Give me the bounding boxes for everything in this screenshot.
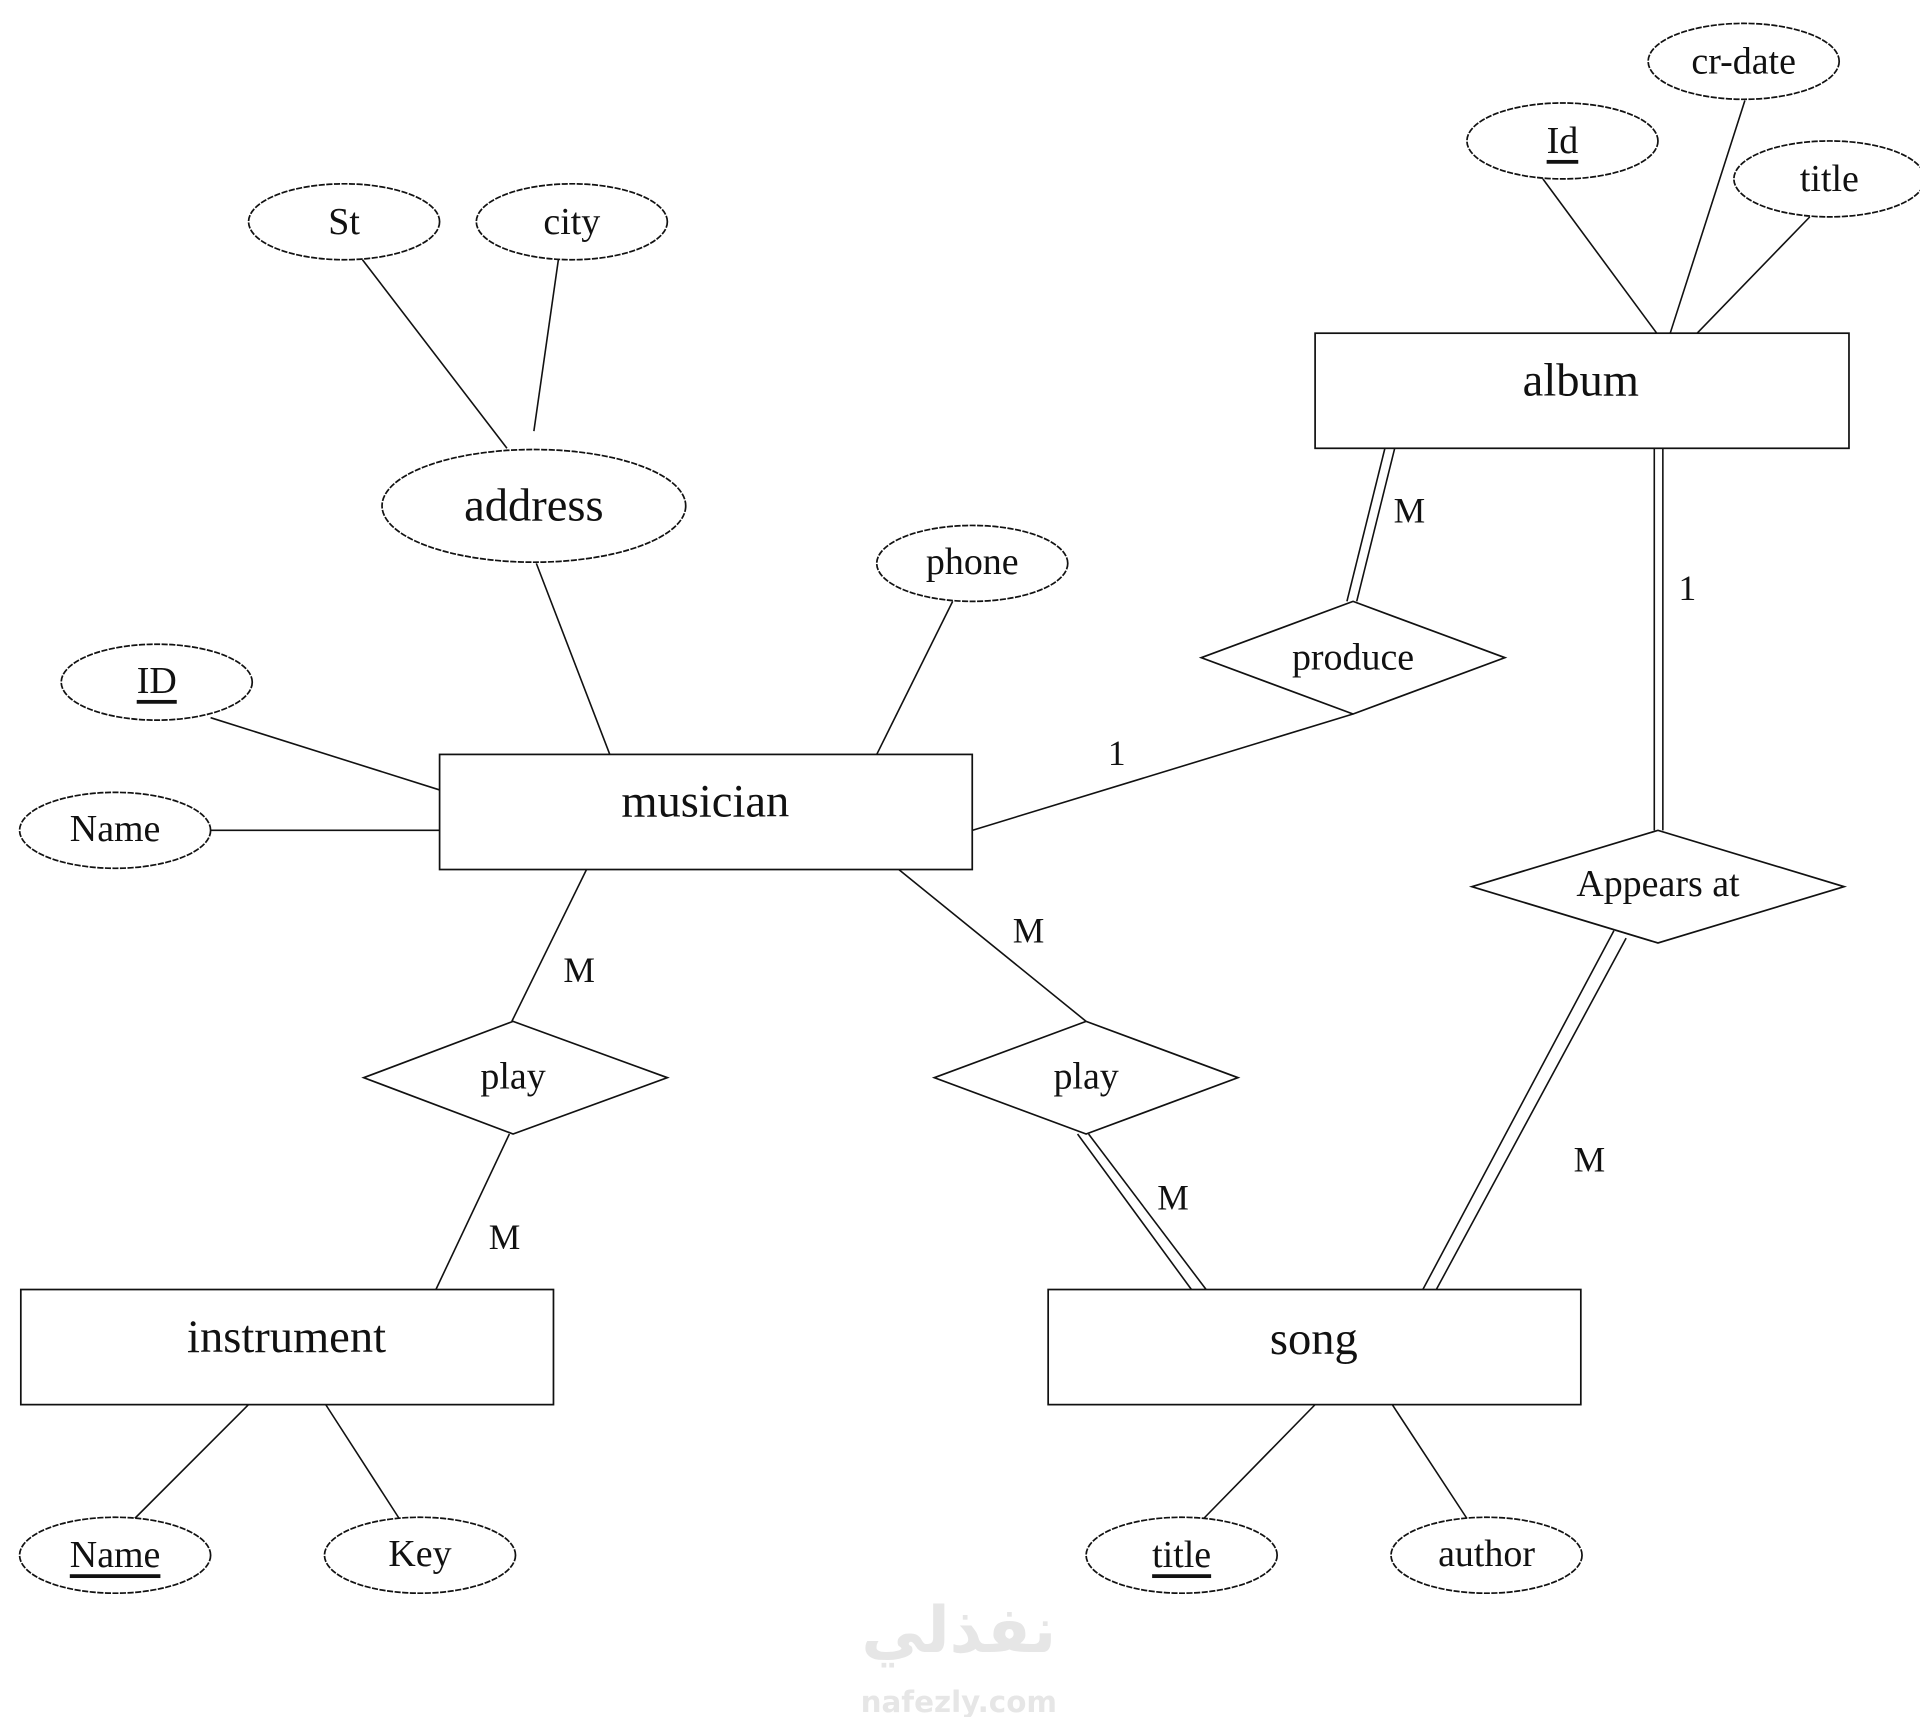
line-musician-play2 <box>898 868 1087 1022</box>
cardinality-musician-play-song: M <box>1013 911 1045 951</box>
line-crdate-album <box>1669 100 1746 334</box>
cardinality-play-instrument: M <box>489 1217 521 1257</box>
line-address-musician <box>535 563 611 755</box>
entity-label: instrument <box>187 1312 386 1363</box>
attribute-label-key: Name <box>70 1534 161 1576</box>
line-play1-instrument <box>435 1133 511 1290</box>
attribute-address[interactable]: address <box>381 448 687 564</box>
attribute-musician-id[interactable]: ID <box>60 643 254 721</box>
line-instrument-name <box>134 1404 250 1520</box>
attribute-phone[interactable]: phone <box>875 524 1069 603</box>
attribute-city[interactable]: city <box>475 182 669 261</box>
cardinality-labels: 1 M 1 M M M M M <box>489 491 1697 1257</box>
line-id-musician <box>210 716 440 791</box>
relationship-label: Appears at <box>1576 863 1740 905</box>
attribute-label-key: ID <box>137 660 177 702</box>
line-phone-musician <box>876 601 954 755</box>
line-musician-play1 <box>511 869 588 1022</box>
line-appears-song-b <box>1435 937 1627 1290</box>
watermark-site: nafezly.com <box>861 1685 1057 1717</box>
entity-instrument[interactable]: instrument <box>19 1288 555 1406</box>
entity-musician[interactable]: musician <box>438 753 974 871</box>
line-produce-album-b <box>1355 448 1396 602</box>
line-produce-album-a <box>1346 448 1386 602</box>
entity-label: musician <box>621 777 789 828</box>
attribute-label: title <box>1800 158 1859 200</box>
attribute-album-title[interactable]: title <box>1733 140 1920 218</box>
attribute-label: author <box>1438 1533 1535 1575</box>
attribute-song-author[interactable]: author <box>1390 1516 1583 1595</box>
cardinality-album-appears: 1 <box>1678 568 1696 608</box>
attribute-label: Key <box>388 1533 451 1575</box>
line-title-album <box>1696 216 1811 334</box>
connectors <box>134 100 1811 1520</box>
cardinality-produce-album: M <box>1394 491 1426 531</box>
line-city-address <box>533 259 560 432</box>
attribute-cr-date[interactable]: cr-date <box>1647 22 1841 101</box>
attribute-st[interactable]: St <box>247 182 441 261</box>
line-appears-song-a <box>1422 930 1615 1290</box>
attribute-label: city <box>543 201 600 243</box>
attribute-instrument-name[interactable]: Name <box>18 1516 212 1595</box>
entity-label: album <box>1523 355 1639 406</box>
relationship-play-instrument[interactable]: play <box>361 1020 670 1135</box>
attribute-label: cr-date <box>1691 40 1796 82</box>
relationship-label: produce <box>1292 637 1414 679</box>
line-song-author <box>1391 1404 1468 1519</box>
watermark-logo-text: نفذلي <box>861 1594 1056 1668</box>
watermark-logo: نفذلي nafezly.com <box>861 1594 1057 1717</box>
attribute-instrument-key[interactable]: Key <box>323 1516 517 1595</box>
entity-song[interactable]: song <box>1047 1288 1582 1406</box>
attribute-label-key: title <box>1152 1534 1211 1576</box>
line-instrument-key <box>325 1404 400 1519</box>
attribute-label-key: Id <box>1547 120 1579 162</box>
cardinality-musician-produce: 1 <box>1108 733 1126 773</box>
line-play2-song-a <box>1076 1133 1193 1290</box>
line-st-address <box>361 259 508 449</box>
attribute-label: address <box>464 480 604 531</box>
relationship-appears-at[interactable]: Appears at <box>1468 829 1848 944</box>
attribute-album-id[interactable]: Id <box>1466 102 1659 180</box>
attribute-label: Name <box>70 808 161 850</box>
cardinality-appears-song: M <box>1574 1140 1606 1180</box>
relationship-label: play <box>1053 1055 1118 1097</box>
cardinality-musician-play-instrument: M <box>563 950 595 990</box>
line-musician-produce <box>972 713 1354 832</box>
relationship-produce[interactable]: produce <box>1198 600 1508 715</box>
attribute-label: phone <box>926 541 1019 583</box>
line-id-album <box>1542 178 1658 334</box>
line-play2-song-b <box>1087 1133 1207 1291</box>
line-song-title <box>1203 1404 1316 1520</box>
relationship-label: play <box>480 1055 545 1097</box>
attribute-song-title[interactable]: title <box>1085 1516 1278 1595</box>
entity-album[interactable]: album <box>1314 332 1850 450</box>
attribute-label: St <box>328 201 360 243</box>
entity-label: song <box>1270 1314 1358 1365</box>
cardinality-play-song: M <box>1157 1178 1189 1218</box>
attribute-musician-name[interactable]: Name <box>18 791 212 870</box>
relationship-play-song[interactable]: play <box>931 1020 1241 1135</box>
